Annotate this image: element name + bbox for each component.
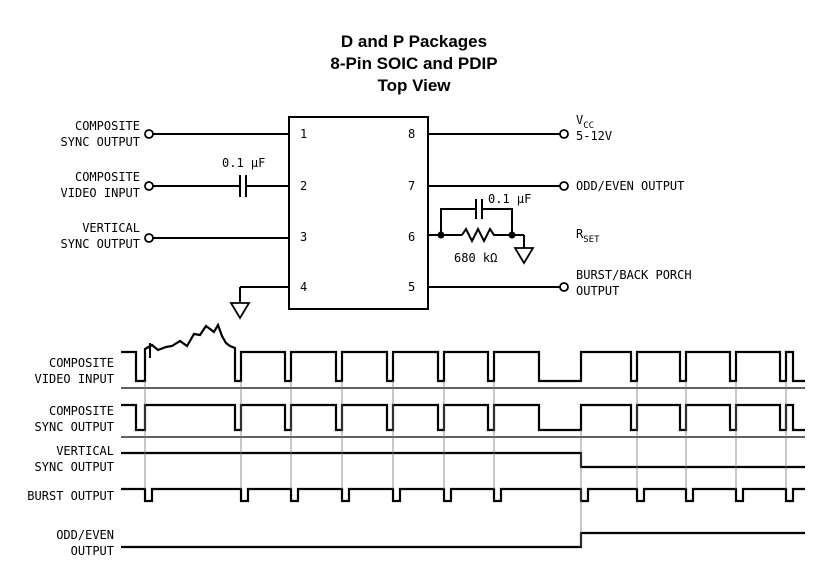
pin-1-label-line-2: SYNC OUTPUT <box>61 135 140 149</box>
burst-output-waveform <box>121 487 805 503</box>
pin-4-number: 4 <box>300 280 307 294</box>
vertical-sync-waveform <box>121 451 805 469</box>
pin-7-label: ODD/EVEN OUTPUT <box>576 179 684 193</box>
rset-label-main: R <box>576 227 584 241</box>
rset-resistor <box>461 226 512 244</box>
vcc-label: VCC <box>576 113 594 131</box>
rset-label-sub: SET <box>583 235 600 245</box>
composite-sync-waveform <box>121 403 805 432</box>
pin-1-label-line-1: COMPOSITE <box>75 119 140 133</box>
pin-4-ground-icon <box>229 302 251 320</box>
timing-guide-lines <box>144 381 787 547</box>
pin-1-terminal <box>144 129 154 139</box>
rset-capacitor-value: 0.1 μF <box>488 192 531 206</box>
vcc-label-main: V <box>576 113 583 127</box>
title-line-2: 8-Pin SOIC and PDIP <box>330 54 497 73</box>
pin-8-number: 8 <box>408 127 415 141</box>
waveform-3-label-line-2: SYNC OUTPUT <box>35 460 114 474</box>
title-line-3: Top View <box>377 76 451 95</box>
waveform-5-label-line-1: ODD/EVEN <box>56 528 114 542</box>
rset-resistor-value: 680 kΩ <box>454 251 497 265</box>
pin-3-number: 3 <box>300 230 307 244</box>
pin-3-label-line-2: SYNC OUTPUT <box>61 237 140 251</box>
waveform-2-label-line-2: SYNC OUTPUT <box>35 420 114 434</box>
odd-even-waveform <box>121 531 805 549</box>
waveform-5-label-line-2: OUTPUT <box>71 544 114 558</box>
pin-3-label-line-1: VERTICAL <box>82 221 140 235</box>
pin-2-terminal <box>144 181 154 191</box>
pin-7-number: 7 <box>408 179 415 193</box>
pin-7-terminal <box>559 181 569 191</box>
waveform-1-label-line-2: VIDEO INPUT <box>35 372 114 386</box>
waveform-2-label-line-1: COMPOSITE <box>49 404 114 418</box>
input-capacitor-value: 0.1 μF <box>222 156 265 170</box>
vcc-label-sub: CC <box>583 121 594 131</box>
waveform-3-label-line-1: VERTICAL <box>56 444 114 458</box>
waveform-1-label-line-1: COMPOSITE <box>49 356 114 370</box>
composite-video-waveform <box>121 322 805 383</box>
pin-5-number: 5 <box>408 280 415 294</box>
pin-6-number: 6 <box>408 230 415 244</box>
vcc-range: 5-12V <box>576 129 612 143</box>
ic-package <box>288 116 429 310</box>
waveform-4-label: BURST OUTPUT <box>27 489 114 503</box>
pin-2-number: 2 <box>300 179 307 193</box>
pin-5-label-line-1: BURST/BACK PORCH <box>576 268 692 282</box>
title-line-1: D and P Packages <box>341 32 487 51</box>
rset-ground-icon <box>513 247 535 265</box>
pin-2-label-line-2: VIDEO INPUT <box>61 186 140 200</box>
rset-cap-wire <box>440 208 513 235</box>
pin-5-terminal <box>559 282 569 292</box>
pin-8-terminal <box>559 129 569 139</box>
rset-label: RSET <box>576 227 600 245</box>
pin-1-number: 1 <box>300 127 307 141</box>
pin-3-terminal <box>144 233 154 243</box>
pin-2-label-line-1: COMPOSITE <box>75 170 140 184</box>
pin-5-label-line-2: OUTPUT <box>576 284 619 298</box>
